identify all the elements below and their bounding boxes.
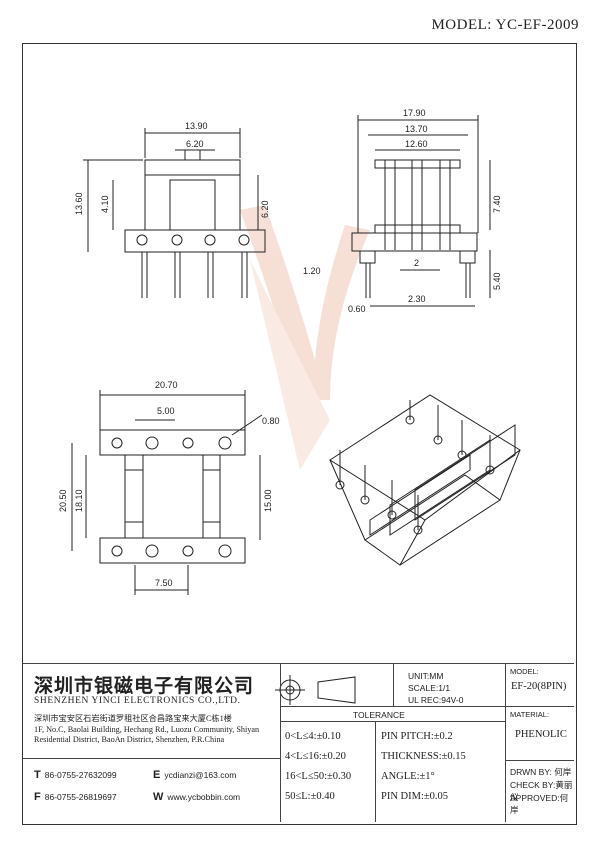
dim-5-40: 5.40 — [492, 272, 502, 290]
dim-18-10: 18.10 — [74, 489, 84, 512]
dim-12-60: 12.60 — [405, 139, 428, 149]
isometric-view — [329, 394, 521, 566]
bottom-view — [71, 390, 263, 595]
web-value: www.ycbobbin.com — [167, 792, 241, 802]
drawn-by: DRWN BY: 何岸 — [510, 767, 572, 777]
watermark-logo — [240, 205, 370, 470]
tolerance-3: 16<L≤50:±0.30 — [285, 771, 352, 782]
check-by: CHECK BY:黄丽仪 — [510, 780, 573, 802]
front-view — [83, 128, 266, 298]
company-name-en: SHENZHEN YINCI ELECTRONICS CO.,LTD. — [34, 696, 241, 706]
model-value: EF-20(8PIN) — [511, 681, 567, 692]
dim-2-30: 2.30 — [408, 294, 426, 304]
unit: UNIT:MM — [408, 671, 444, 681]
dim-6-20: 6.20 — [186, 139, 204, 149]
model-title: MODEL: YC-EF-2009 — [431, 17, 579, 33]
dim-20-70: 20.70 — [155, 380, 178, 390]
tolerance-title: TOLERANCE — [353, 710, 405, 720]
tolerance-4: 50≤L:±0.40 — [285, 791, 335, 802]
email-value: ycdianzi@163.com — [164, 770, 237, 780]
dim-17-90: 17.90 — [403, 108, 426, 118]
company-name-cn: 深圳市银磁电子有限公司 — [34, 675, 255, 697]
angle: ANGLE:±1° — [381, 771, 435, 782]
drawing-frame — [22, 43, 577, 825]
dim-1-20: 1.20 — [303, 266, 321, 276]
pin-dim: PIN DIM:±0.05 — [381, 791, 449, 802]
fax-value: 86-0755-26819697 — [44, 792, 117, 802]
dim-2: 2 — [414, 258, 419, 268]
dim-13-70: 13.70 — [405, 124, 428, 134]
dim-0-60: 0.60 — [348, 304, 366, 314]
address-cn: 深圳市宝安区石岩街道罗租社区合昌路宝来大厦C栋1楼 — [34, 714, 232, 723]
bottom-pins — [111, 436, 232, 558]
tolerance-2: 4<L≤16:±0.20 — [285, 751, 346, 762]
tel-value: 86-0755-27632099 — [44, 770, 117, 780]
dim-0-80: 0.80 — [262, 416, 280, 426]
material-label: MATERIAL: — [510, 710, 550, 719]
dim-15-00: 15.00 — [263, 489, 273, 512]
scale: SCALE:1/1 — [408, 683, 451, 693]
dim-7-40: 7.40 — [492, 195, 502, 213]
thickness: THICKNESS:±0.15 — [381, 751, 466, 762]
title-block: 深圳市银磁电子有限公司 SHENZHEN YINCI ELECTRONICS C… — [23, 663, 574, 822]
dim-13-60: 13.60 — [74, 192, 84, 215]
address-en: 1F, No.C, Baolai Building, Hechang Rd., … — [34, 724, 260, 745]
dim-7-50: 7.50 — [155, 578, 173, 588]
tolerance-1: 0<L≤4:±0.10 — [285, 731, 341, 742]
model-label: MODEL: — [510, 667, 539, 676]
side-view — [351, 115, 491, 307]
front-pins — [136, 234, 250, 298]
dim-4-10: 4.10 — [100, 195, 110, 213]
dim-20-50: 20.50 — [58, 489, 68, 512]
material-value: PHENOLIC — [515, 729, 567, 740]
pin-pitch: PIN PITCH:±0.2 — [381, 731, 453, 742]
dim-6-20b: 6.20 — [260, 200, 270, 218]
dim-13-90: 13.90 — [185, 121, 208, 131]
dim-5-00: 5.00 — [157, 406, 175, 416]
ul-rec: UL REC:94V-0 — [408, 695, 464, 705]
approved-by: APPROVED:何岸 — [510, 793, 569, 815]
